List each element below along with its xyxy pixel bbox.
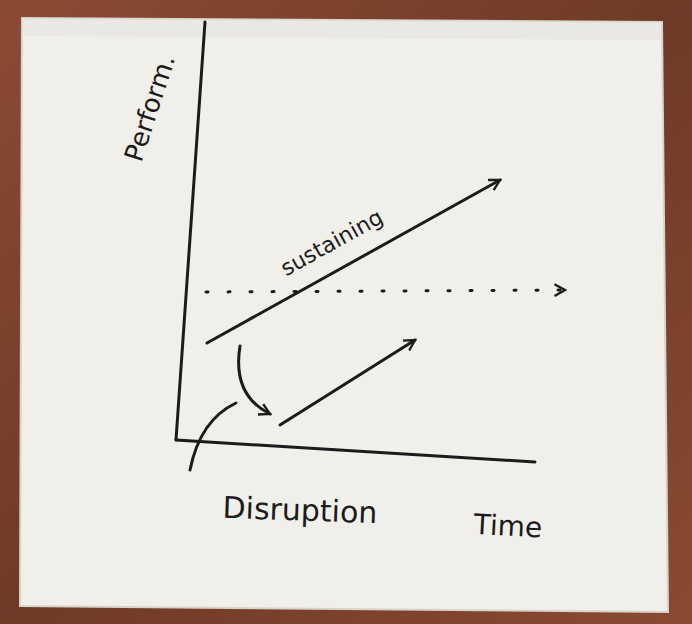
axis-label: Time (473, 510, 543, 544)
performance-threshold (206, 290, 565, 292)
y-axis (176, 22, 205, 440)
drop-arrow (239, 346, 270, 414)
curve-label: sustaining (277, 205, 388, 281)
leader-line (190, 403, 236, 470)
axis-label: Perform. (119, 51, 180, 165)
curve-label: Disruption (222, 491, 378, 529)
x-axis (176, 440, 535, 462)
sustaining-arrow (207, 180, 500, 343)
napkin (20, 18, 668, 612)
napkin-fold (22, 18, 662, 40)
disruption-arrow (280, 340, 415, 425)
